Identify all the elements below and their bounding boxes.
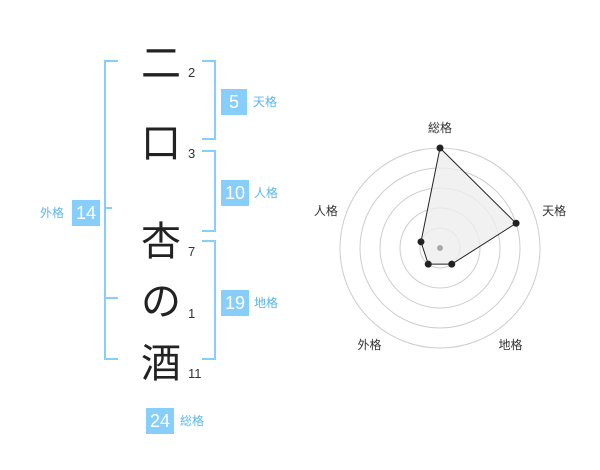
gaikaku-label: 外格 [40,206,65,220]
name-char-5: 酒 [141,341,181,387]
jinkaku-score-box: 10 [221,180,249,206]
chikaku-label: 地格 [254,296,279,310]
radar-point-5 [417,238,425,246]
radar-axis-label-2: 天格 [542,203,566,218]
name-char-4: の [141,279,181,325]
radar-data-points [417,144,520,268]
radar-axis-label-4: 外格 [357,337,381,352]
name-char-1: 二 [141,41,181,87]
radar-point-2 [512,219,520,227]
soukaku-score-box: 24 [146,408,174,434]
stroke-count-1: 2 [188,65,196,80]
jinkaku-bracket [202,150,216,232]
soukaku-label: 総格 [180,414,205,428]
stroke-count-2: 3 [188,146,196,161]
chikaku-score-box: 19 [221,290,249,316]
tenkaku-label: 天格 [253,95,278,109]
chikaku-bracket [202,240,216,360]
gaikaku-bracket-tick-top [104,207,112,209]
stroke-count-3: 7 [188,244,196,259]
radar-axis-label-3: 地格 [499,337,523,352]
gaikaku-bracket [104,60,118,360]
radar-point-4 [424,260,432,268]
radar-point-1 [436,144,444,152]
radar-data-area [420,146,517,265]
radar-axis-label-1: 総格 [428,120,452,135]
gaikaku-score-box: 14 [72,200,100,226]
gaikaku-bracket-tick-bottom [104,297,118,299]
radar-point-3 [448,260,456,268]
radar-center-dot [437,245,443,251]
name-char-3: 杏 [141,219,181,265]
jinkaku-label: 人格 [254,186,279,200]
stroke-count-4: 1 [188,306,196,321]
tenkaku-bracket [202,60,216,140]
radar-axis-label-5: 人格 [314,203,338,218]
stroke-count-5: 11 [188,366,202,381]
name-char-2: 口 [141,121,181,167]
tenkaku-score-box: 5 [221,89,247,115]
